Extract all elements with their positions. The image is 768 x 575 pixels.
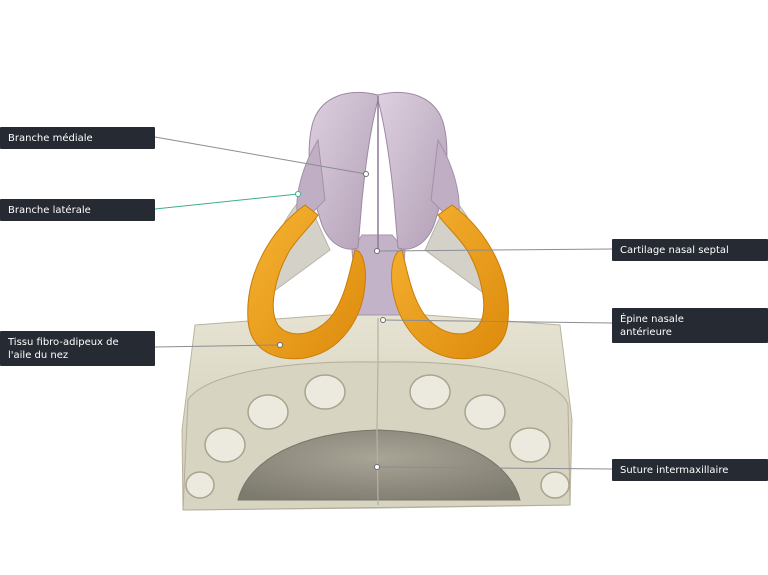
dot-epine	[380, 317, 386, 323]
label-tissu-fibro-adipeux: Tissu fibro-adipeux de l'aile du nez	[0, 331, 155, 366]
leader-lines	[154, 136, 613, 470]
leader-line-suture	[376, 466, 613, 470]
dot-branche-laterale	[295, 191, 301, 197]
label-epine-nasale-anterieure: Épine nasale antérieure	[612, 308, 768, 343]
tooth-sockets	[185, 374, 570, 499]
leader-line-branche-laterale	[154, 193, 299, 210]
leader-line-epine	[382, 319, 613, 324]
label-cartilage-text: Cartilage nasal septal	[620, 244, 729, 256]
label-cartilage-nasal-septal: Cartilage nasal septal	[612, 239, 768, 261]
leader-line-cartilage	[376, 248, 613, 252]
dot-branche-mediale	[363, 171, 369, 177]
label-branche-mediale: Branche médiale	[0, 127, 155, 149]
label-branche-laterale-text: Branche latérale	[8, 204, 91, 216]
dot-cartilage	[374, 248, 380, 254]
label-epine-line-2: antérieure	[620, 326, 672, 338]
dot-tissu	[277, 342, 283, 348]
leader-line-tissu	[154, 344, 281, 348]
anchor-dots	[277, 171, 386, 470]
label-branche-laterale: Branche latérale	[0, 199, 155, 221]
label-epine-line-1: Épine nasale	[620, 313, 684, 325]
label-tissu-line-2: l'aile du nez	[8, 349, 69, 361]
label-suture-intermaxillaire: Suture intermaxillaire	[612, 459, 768, 481]
maxilla	[181, 311, 573, 511]
label-suture-text: Suture intermaxillaire	[620, 464, 729, 476]
label-branche-mediale-text: Branche médiale	[8, 132, 93, 144]
alar-cartilage	[296, 92, 460, 250]
dot-suture	[374, 464, 380, 470]
label-tissu-line-1: Tissu fibro-adipeux de	[8, 336, 119, 348]
leader-line-branche-mediale	[154, 136, 367, 175]
